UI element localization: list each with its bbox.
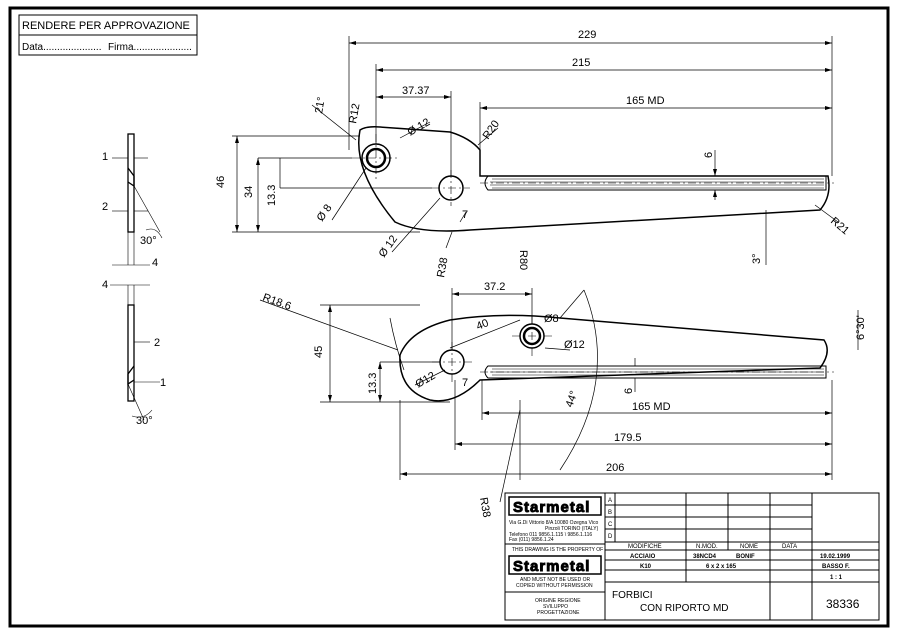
small-label-1: ORIGINE REGIONE [535, 598, 581, 604]
header-nome: NOME [740, 544, 758, 550]
dim-radius-18: R18.6 [261, 292, 293, 313]
dim-blade-165: 165 MD [626, 95, 665, 107]
dim-dia-12-left: Ø12 [414, 370, 438, 391]
dim-angle-44: 44° [564, 389, 581, 409]
top-blade-insert [484, 175, 827, 191]
approval-date-label: Data..................... [22, 42, 101, 53]
dim-height-13-bottom: 13.3 [367, 373, 379, 394]
dim-dia-8-bottom: Ø8 [544, 313, 559, 325]
dim-height-34: 34 [243, 186, 255, 198]
title-block [504, 492, 880, 621]
dim-height-46: 46 [215, 176, 227, 188]
dim-height-13: 13.3 [266, 185, 278, 206]
side-view-upper-dims: 1 2 30° 4 [102, 151, 158, 269]
side-upper-angle: 30° [140, 235, 157, 247]
side-lower-angle: 30° [136, 415, 153, 427]
side-lower-dim-4: 4 [102, 279, 108, 291]
bottom-part-outline [399, 314, 828, 402]
property-notice: THIS DRAWING IS THE PROPERTY OF [512, 547, 603, 553]
notice-line-3: COPIED WITHOUT PERMISSION [516, 583, 593, 589]
dim-total-length: 229 [578, 29, 596, 41]
dims-value: 6 x 2 x 165 [706, 564, 737, 570]
top-blade-hatch [490, 178, 824, 189]
dim-seven: 7 [462, 209, 468, 221]
approval-sign-label: Firma..................... [108, 42, 192, 53]
material-spec-value: 38NCD4 [693, 554, 717, 560]
sheet-border [8, 6, 890, 628]
dim-dia-12-hole: Ø12 [564, 339, 585, 351]
dim-length-215: 215 [572, 57, 590, 69]
dim-radius-38-bottom: R38 [477, 496, 492, 518]
dim-seven-bottom: 7 [462, 377, 468, 389]
bottom-view-dimensions: R18.6 37.2 40 Ø8 Ø12 Ø12 45 13.3 7 44° 6… [261, 281, 867, 518]
top-view [232, 36, 839, 265]
dim-hole-12-top: Ø 12 [406, 116, 433, 138]
side-upper-dim-2: 2 [102, 201, 108, 213]
dim-radius-21: R21 [828, 215, 851, 237]
company-address-1: Via G.Di Vittorio 8/A 10080 Ozegna Vico [509, 520, 598, 526]
treatment-value: BONIF [736, 554, 755, 560]
side-upper-dim-1: 1 [102, 151, 108, 163]
small-label-3: PROGETTAZIONE [537, 610, 580, 616]
date-value: 19.02.1999 [820, 554, 851, 560]
side-upper-dim-4: 4 [152, 257, 158, 269]
designer-value: BASSO F. [822, 564, 850, 570]
dim-thick-6-bottom: 6 [623, 388, 635, 394]
scale-value: 1 : 1 [830, 575, 843, 581]
dim-radius-80: R80 [517, 250, 529, 270]
header-modifiche: MODIFICHE [628, 544, 662, 550]
material-value: ACCIAIO [630, 554, 656, 560]
side-lower-dim-2: 2 [154, 337, 160, 349]
dim-37-2: 37.2 [484, 281, 505, 293]
dim-radius-20: R20 [481, 118, 502, 141]
approval-title: RENDERE PER APPROVAZIONE [22, 20, 190, 32]
company-logo: Starmetal Starmetal [508, 496, 602, 575]
company-logo-text: Starmetal [513, 499, 590, 516]
dim-offset-37: 37.37 [402, 85, 430, 97]
company-phone: Telefono 011 9856.1.115 \ 9856.1.116 [509, 532, 592, 538]
rev-letter-a: A [608, 498, 612, 504]
angle-arc-r18 [389, 317, 405, 371]
dim-206: 206 [606, 462, 624, 474]
header-nmod: N.MOD. [696, 544, 718, 550]
description-line-1: FORBICI [612, 590, 653, 601]
notice-line-2: AND MUST NOT BE USED OR [520, 577, 590, 583]
rev-letter-d: D [608, 534, 613, 540]
dim-blade-165-bottom: 165 MD [632, 401, 671, 413]
grade-value: K10 [640, 564, 652, 570]
company-logo-text-2: Starmetal [513, 558, 590, 575]
dim-179-5: 179.5 [614, 432, 642, 444]
dim-radius-12: R12 [347, 103, 362, 125]
company-fax: Fax (011) 9856.1.24 [509, 537, 554, 543]
dim-height-45: 45 [313, 346, 325, 358]
dim-angle-3: 3° [751, 253, 763, 264]
top-view-dimensions: 229 215 37.37 165 MD 46 34 13.3 21° R12 … [215, 29, 851, 279]
drawing-number: 38336 [826, 597, 860, 611]
bottom-blade-insert [484, 365, 827, 379]
dim-40: 40 [475, 317, 491, 333]
side-view-lower [110, 284, 160, 421]
angle-arc-44 [559, 289, 598, 471]
side-view-lower-dims: 4 2 1 30° [102, 279, 166, 427]
header-data: DATA [782, 544, 797, 550]
rev-letter-b: B [608, 510, 612, 516]
title-block-text: Via G.Di Vittorio 8/A 10080 Ozegna Vico … [509, 498, 860, 616]
dim-angle-21: 21° [313, 96, 328, 114]
dim-angle-6-30: 6°30' [855, 315, 867, 340]
rev-letter-c: C [608, 522, 613, 528]
side-lower-dim-1: 1 [160, 377, 166, 389]
bottom-view [259, 288, 859, 503]
approval-box: RENDERE PER APPROVAZIONE Data...........… [18, 14, 198, 56]
dim-radius-38: R38 [435, 257, 450, 279]
company-address-2: Pinzoli TORINO (ITALY) [545, 526, 599, 532]
dim-dia-8: Ø 8 [315, 202, 335, 223]
small-label-2: SVILUPPO [543, 604, 568, 610]
top-part-outline [358, 126, 830, 232]
description-line-2: CON RIPORTO MD [640, 603, 729, 614]
dim-thick-6: 6 [703, 152, 715, 158]
side-view-upper [112, 133, 163, 266]
